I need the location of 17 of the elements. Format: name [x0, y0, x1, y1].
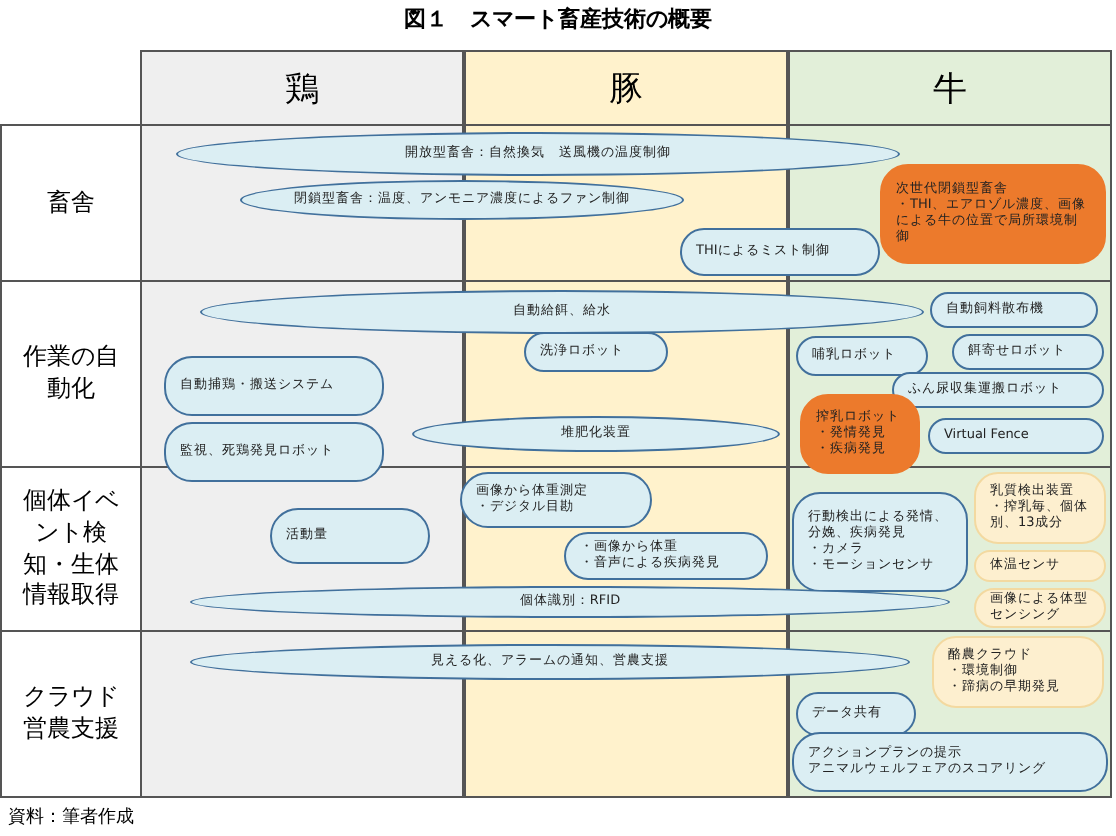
row-header: 個体イベント検知・生体情報取得	[20, 484, 121, 613]
rounded-background	[974, 472, 1106, 544]
row-header: クラウド営農支援	[21, 680, 121, 746]
title: 図１ スマート畜産技術の概要	[402, 4, 714, 36]
column-header: 豚	[607, 67, 645, 113]
highlighted-background	[800, 394, 920, 474]
column-header: 鶏	[283, 67, 321, 113]
caption: 資料：筆者作成	[8, 805, 136, 832]
row-header: 畜舎	[45, 185, 97, 220]
column-header: 牛	[931, 67, 969, 113]
rounded-background	[932, 636, 1104, 708]
rounded-background	[564, 532, 768, 580]
row-header: 作業の自動化	[21, 340, 121, 406]
rounded-background	[792, 492, 968, 592]
highlighted-background	[880, 164, 1106, 264]
rounded-background	[792, 732, 1108, 792]
rounded-background	[460, 472, 652, 528]
